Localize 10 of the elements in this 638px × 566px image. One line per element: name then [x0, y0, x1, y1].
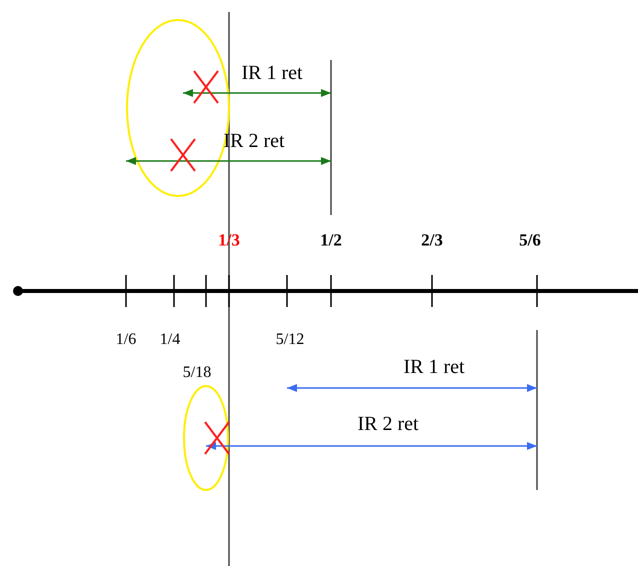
interval-label: IR 2 ret [357, 414, 419, 434]
tick-label: 1/6 [116, 332, 136, 348]
tick-label: 1/4 [160, 332, 180, 348]
tick-label: 5/6 [519, 232, 541, 248]
tick-label: 2/3 [421, 232, 443, 248]
interval-label: IR 1 ret [403, 357, 465, 377]
interval-label: IR 1 ret [241, 63, 303, 83]
tick-label: 5/12 [276, 332, 304, 348]
tick-label: 1/2 [320, 232, 342, 248]
tick-label: 5/18 [182, 365, 212, 381]
